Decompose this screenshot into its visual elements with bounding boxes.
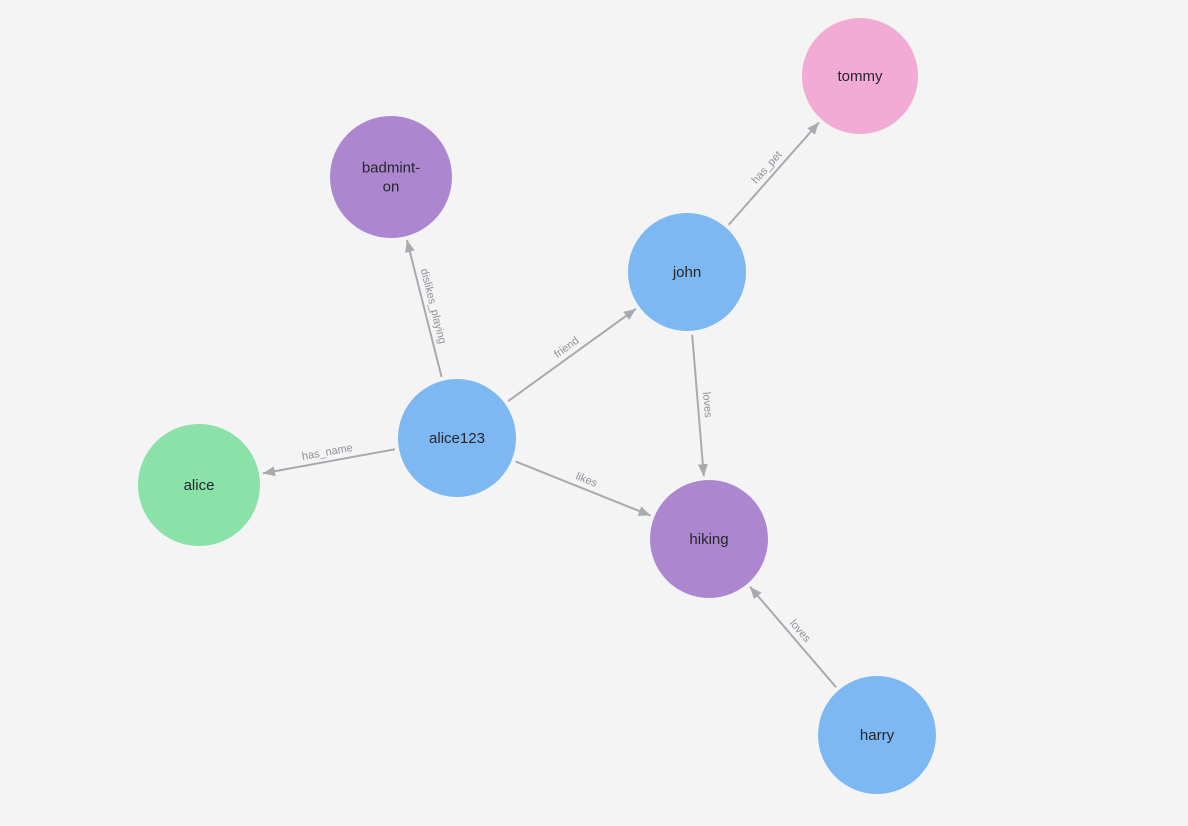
relationship-line[interactable] — [507, 308, 637, 402]
node-alice[interactable]: alice — [138, 424, 260, 546]
node-alice123[interactable]: alice123 — [398, 379, 516, 497]
edge-alice123-john[interactable]: friend — [507, 308, 637, 402]
node-caption: tommy — [838, 68, 884, 85]
node-harry[interactable]: harry — [818, 676, 936, 794]
relationship-line[interactable] — [749, 586, 837, 688]
relationship-line[interactable] — [405, 239, 443, 378]
relationship-line[interactable] — [515, 460, 651, 517]
node-john[interactable]: john — [628, 213, 746, 331]
node-circle[interactable] — [628, 213, 746, 331]
relationship-label: dislikes_playing — [418, 267, 449, 345]
node-circle[interactable] — [398, 379, 516, 497]
node-caption: hiking — [689, 531, 728, 548]
edge-john-hiking[interactable]: loves — [691, 334, 714, 477]
node-caption: harry — [860, 727, 895, 744]
node-caption: alice — [184, 477, 215, 494]
relationship-label: friend — [552, 335, 581, 361]
edge-john-tommy[interactable]: has_pet — [727, 121, 820, 226]
node-circle[interactable] — [650, 480, 768, 598]
edge-alice123-alice[interactable]: has_name — [262, 442, 396, 477]
node-circle[interactable] — [802, 18, 918, 134]
relationship-label: loves — [787, 617, 813, 645]
node-caption: john — [672, 264, 701, 281]
node-badminton[interactable]: badmint-on — [330, 116, 452, 238]
edge-harry-hiking[interactable]: loves — [749, 586, 837, 688]
node-tommy[interactable]: tommy — [802, 18, 918, 134]
relationship-line[interactable] — [691, 334, 708, 477]
node-circle[interactable] — [138, 424, 260, 546]
node-circle[interactable] — [330, 116, 452, 238]
relationship-line[interactable] — [727, 121, 820, 226]
node-layer: tommy badmint-on john alice123 alice hiking ha… — [138, 18, 936, 794]
relationship-label: has_name — [301, 442, 354, 463]
relationship-line[interactable] — [262, 448, 396, 477]
node-caption: alice123 — [429, 430, 485, 447]
node-hiking[interactable]: hiking — [650, 480, 768, 598]
edge-alice123-hiking[interactable]: likes — [515, 460, 651, 517]
node-circle[interactable] — [818, 676, 936, 794]
edge-alice123-badminton[interactable]: dislikes_playing — [405, 239, 449, 378]
node-caption: badmint-on — [362, 159, 420, 195]
relationship-label: loves — [700, 391, 714, 418]
